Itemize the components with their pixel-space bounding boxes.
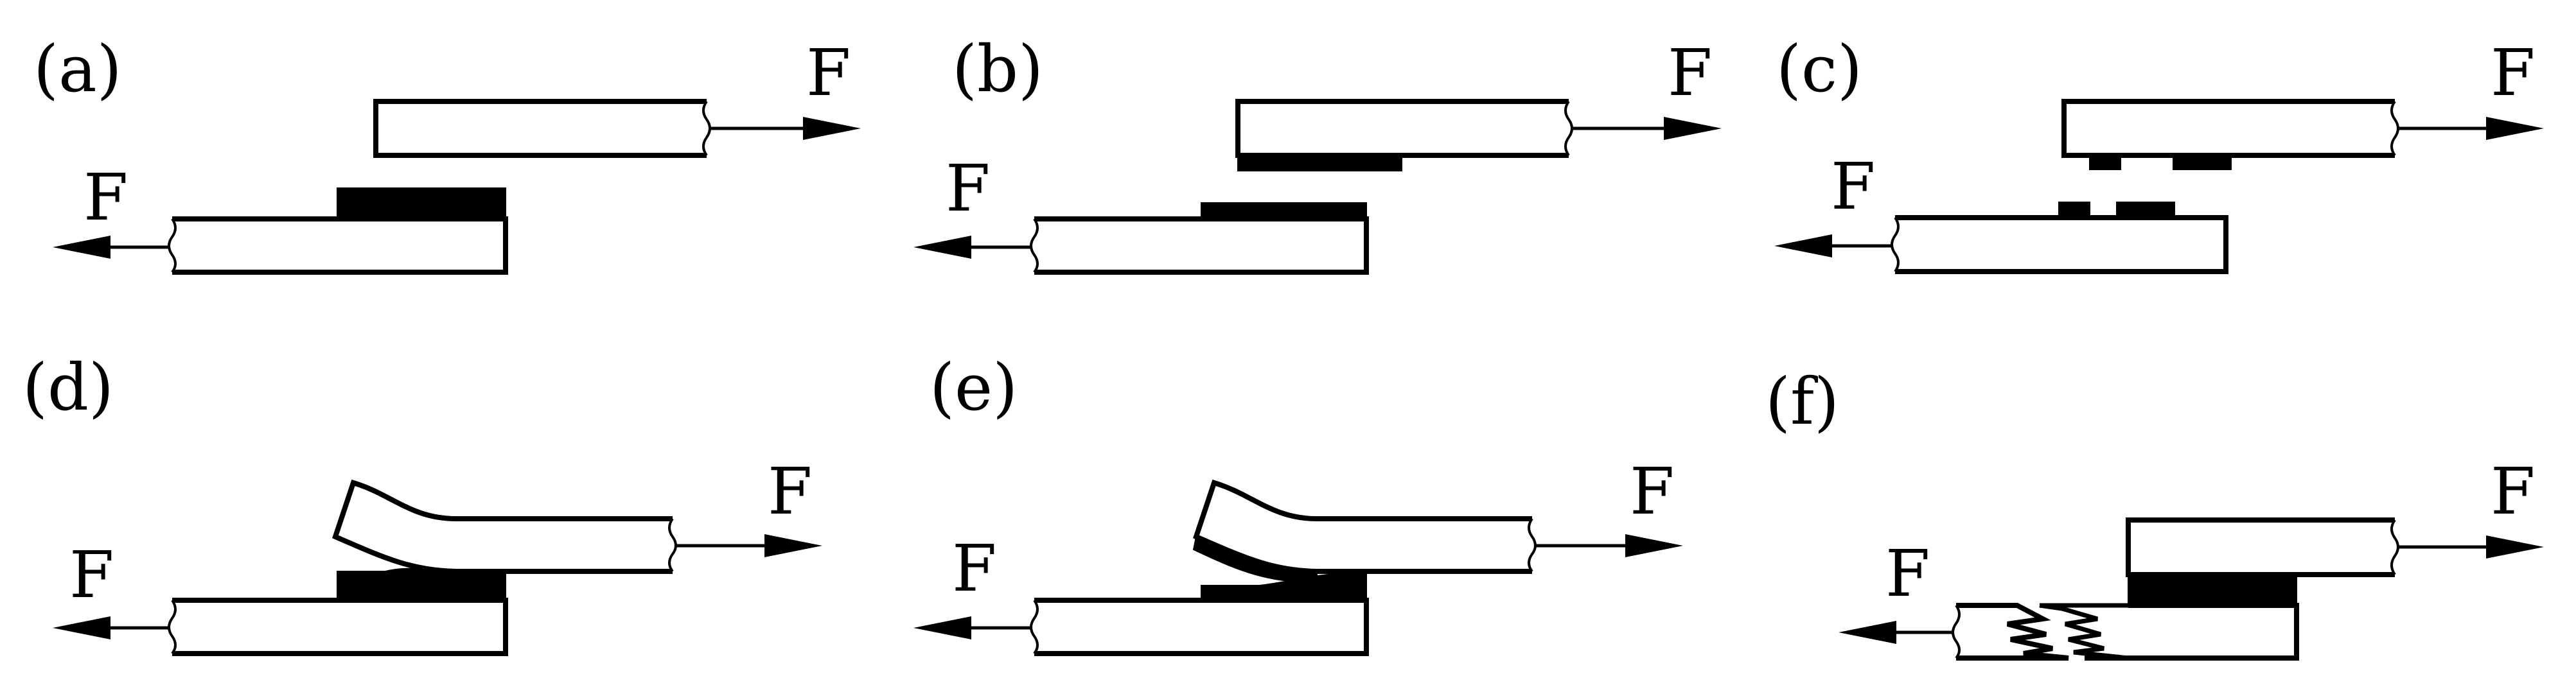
panel-d: (d) F F: [22, 350, 822, 656]
arrow-left-a: [53, 236, 170, 259]
arrow-left-b: [913, 236, 1032, 259]
panel-label-d: (d): [22, 350, 114, 425]
panel-label-b: (b): [952, 31, 1043, 107]
adhesive-layer: [337, 568, 506, 601]
panel-c: (c) F F: [1774, 31, 2544, 274]
arrow-right-a: [709, 117, 861, 140]
lower-adherend: [1030, 216, 1369, 275]
force-label-right-f: F: [2491, 454, 2535, 529]
arrow-right-f: [2397, 535, 2544, 559]
panel-label-e: (e): [930, 350, 1018, 425]
adhesive-patch: [2089, 155, 2121, 170]
panel-b: (b) F F: [913, 31, 1722, 275]
force-label-left-a: F: [84, 160, 128, 235]
force-label-right-a: F: [806, 35, 851, 110]
lower-adherend-fractured-right: [2039, 603, 2299, 661]
panel-a: (a) F F: [33, 31, 861, 275]
lower-adherend: [1030, 598, 1369, 656]
lower-adherend-fractured-left: [1952, 603, 2069, 661]
panel-label-f: (f): [1765, 364, 1839, 439]
arrow-right-e: [1535, 534, 1683, 557]
arrow-right-d: [675, 534, 822, 557]
panel-label-c: (c): [1776, 31, 1862, 107]
panel-e: (e) F F: [913, 350, 1683, 656]
adhesive-patch: [2173, 155, 2232, 170]
force-label-right-e: F: [1630, 454, 1674, 529]
upper-adherend: [2126, 517, 2399, 577]
force-label-left-b: F: [946, 151, 990, 226]
adhesive-layer: [2128, 574, 2297, 606]
upper-adherend: [373, 99, 711, 158]
lower-adherend: [168, 216, 508, 275]
adhesive-residue-upper: [1237, 155, 1402, 171]
upper-adherend-bent: [332, 480, 677, 574]
adhesive-layer: [337, 187, 506, 220]
force-label-right-c: F: [2491, 35, 2535, 110]
force-label-left-d: F: [69, 537, 114, 612]
arrow-left-f: [1839, 621, 1954, 644]
force-label-left-e: F: [952, 531, 996, 606]
lower-adherend: [1891, 215, 2228, 274]
arrow-left-e: [913, 616, 1032, 639]
adhesive-residue-lower: [1201, 573, 1367, 601]
upper-adherend: [2061, 99, 2399, 158]
arrow-left-d: [53, 616, 170, 639]
force-label-right-d: F: [768, 454, 812, 529]
panel-label-a: (a): [33, 31, 122, 107]
upper-adherend: [1235, 99, 1573, 158]
force-label-left-f: F: [1885, 536, 1930, 611]
arrow-right-b: [1571, 117, 1722, 140]
lower-adherend: [168, 598, 508, 656]
force-label-left-c: F: [1831, 149, 1875, 224]
force-label-right-b: F: [1668, 35, 1712, 110]
arrow-left-c: [1774, 234, 1892, 257]
adhesive-residue-lower: [1201, 202, 1367, 220]
arrow-right-c: [2397, 117, 2544, 140]
panel-f: (f) F F: [1765, 364, 2544, 661]
